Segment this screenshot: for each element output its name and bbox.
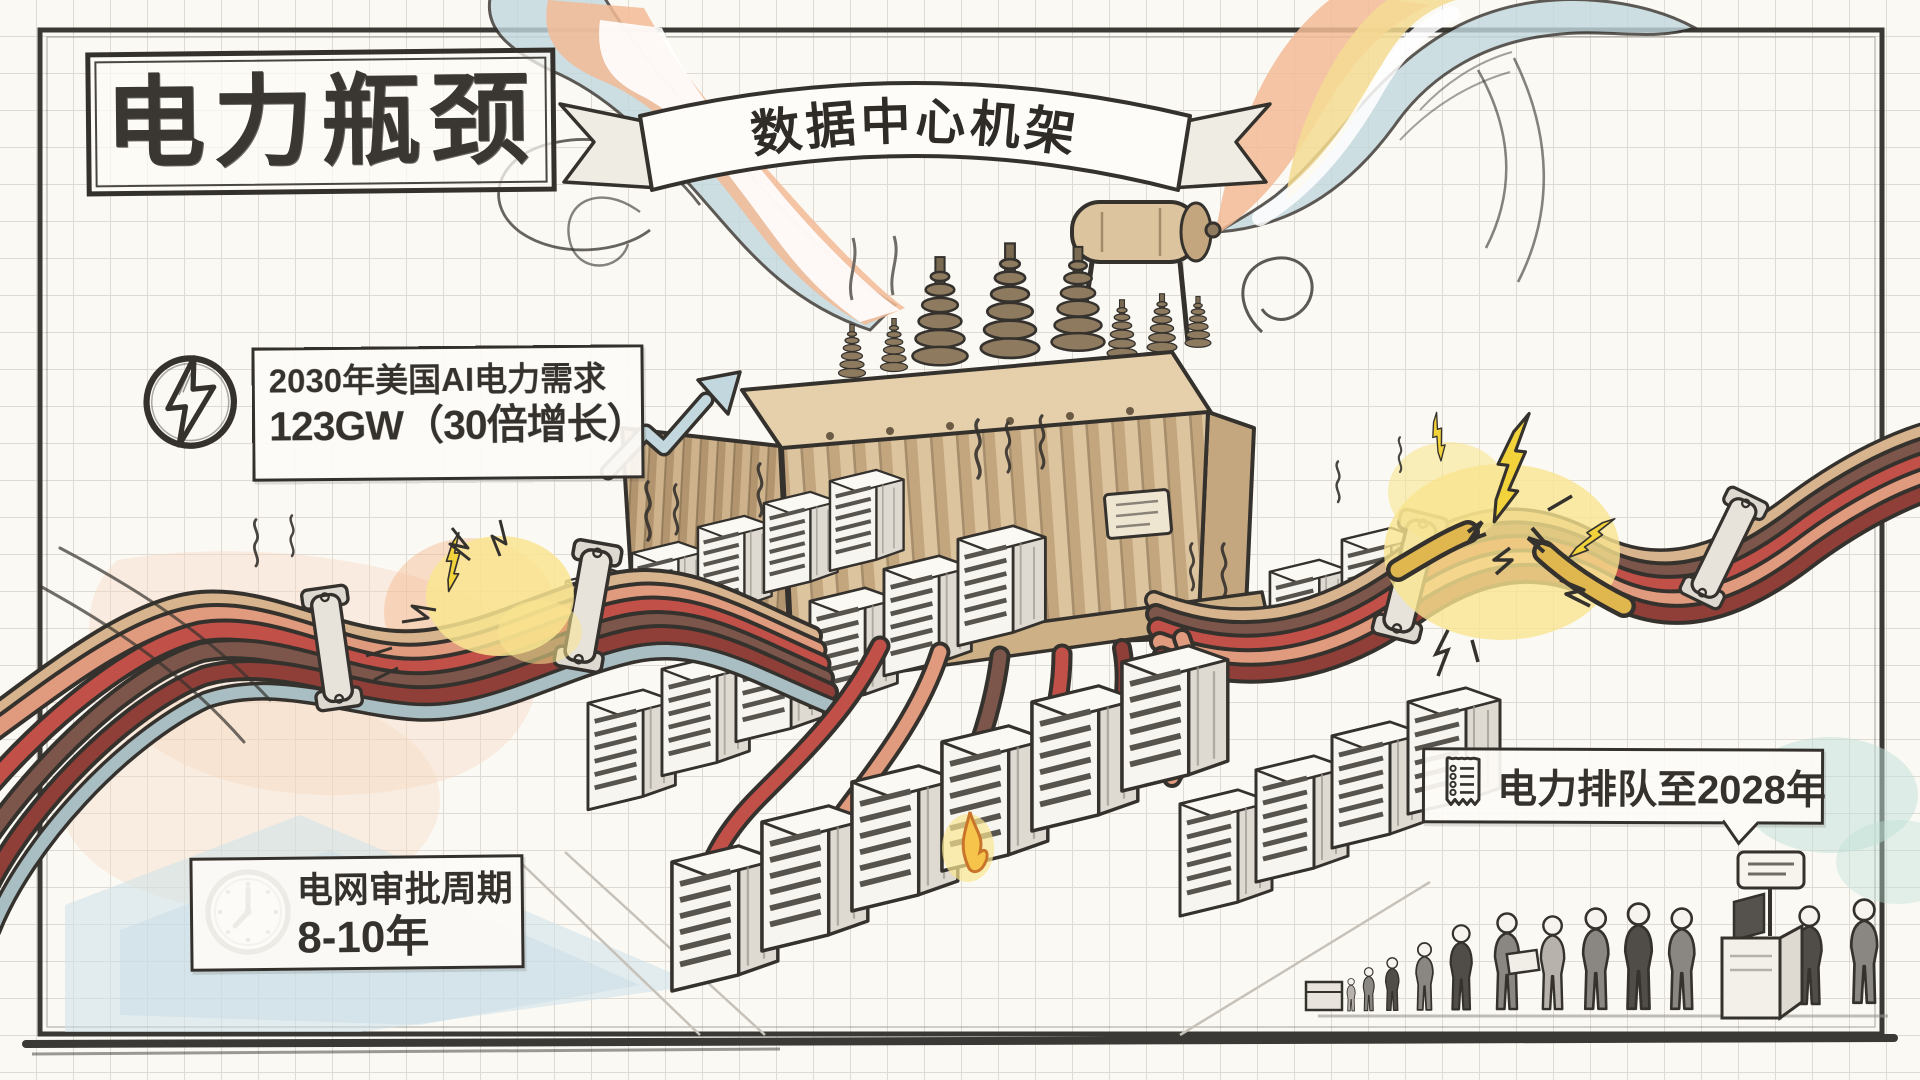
banner-ribbon: 数据中心机架 xyxy=(558,81,1272,192)
queue-text: 电力排队至2028年 xyxy=(1496,767,1827,813)
approval-line2: 8-10年 xyxy=(297,912,430,963)
package xyxy=(1304,980,1344,1012)
page-title: 电力瓶颈 xyxy=(104,63,538,181)
burning-cable-tip xyxy=(942,811,994,882)
approval-line1: 电网审批周期 xyxy=(296,867,513,911)
snapped-cable-sparks xyxy=(1384,411,1636,677)
smoke-right-plume xyxy=(1212,0,1699,334)
title-inner-border: 电力瓶颈 xyxy=(94,56,548,188)
demand-line1: 2030年美国AI电力需求 xyxy=(268,359,607,400)
waiting-queue xyxy=(1304,850,1888,1021)
laptop xyxy=(1505,948,1541,976)
approval-callout: 电网审批周期 8-10年 xyxy=(189,854,525,972)
service-counter xyxy=(1720,850,1806,1021)
bushing-large xyxy=(911,255,969,367)
sketch-frame xyxy=(22,27,1898,1056)
demand-callout: 2030年美国AI电力需求 123GW（30倍增长） xyxy=(251,344,647,482)
conservator-tank xyxy=(1070,200,1200,264)
demand-line2: 123GW（30倍增长） xyxy=(268,400,647,450)
spark-burst-left xyxy=(365,519,582,682)
receipt-icon xyxy=(1439,755,1485,816)
bushing-small xyxy=(837,323,867,379)
title-box: 电力瓶颈 xyxy=(85,47,557,197)
cables-left-bundle xyxy=(0,546,840,936)
queue-callout: 电力排队至2028年 xyxy=(1421,747,1827,825)
lightning-circle-icon xyxy=(133,343,247,457)
